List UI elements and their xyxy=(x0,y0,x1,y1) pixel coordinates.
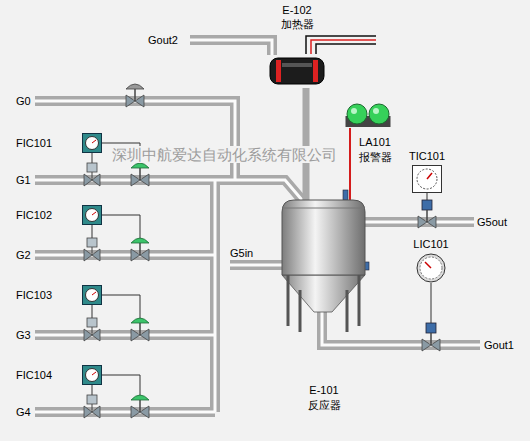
fic-symbol xyxy=(82,365,102,385)
stream-label: G4 xyxy=(16,406,31,419)
node-label: LIC101 xyxy=(413,238,448,251)
fic-symbol xyxy=(82,205,102,225)
valves xyxy=(84,84,440,418)
heater-symbol xyxy=(268,54,326,88)
pipe xyxy=(35,40,480,412)
alarm-lights: LA101报警器 xyxy=(345,102,391,128)
node-label: E-101 xyxy=(309,384,338,397)
lic-symbol xyxy=(416,253,446,283)
tic-symbol xyxy=(412,165,442,193)
flow-controller: FIC101 xyxy=(82,133,102,153)
flow-controller: FIC104 xyxy=(82,365,102,385)
stream-label: Gout1 xyxy=(484,339,514,352)
heater-box: E-102加热器 xyxy=(268,54,326,88)
instrument-lines xyxy=(92,143,431,398)
node-label: 加热器 xyxy=(281,18,314,31)
pipe-highlight xyxy=(35,40,480,412)
node-label: E-102 xyxy=(282,4,311,17)
reactor-symbol xyxy=(282,200,365,275)
stream-label: G2 xyxy=(16,249,31,262)
node-label: FIC103 xyxy=(16,289,52,302)
watermark: 深圳中航爱达自动化系统有限公司 xyxy=(112,146,337,163)
node-label: 报警器 xyxy=(359,151,392,164)
node-label: FIC102 xyxy=(16,209,52,222)
stream-label: G5out xyxy=(477,216,507,229)
flow-controller: FIC102 xyxy=(82,205,102,225)
alarm-wire xyxy=(349,128,351,200)
node-label: LA101 xyxy=(359,136,391,149)
stream-label: G5in xyxy=(230,247,253,260)
stream-label: Gout2 xyxy=(148,34,178,47)
node-label: 反应器 xyxy=(308,399,341,412)
node-label: FIC104 xyxy=(16,369,52,382)
reactor-cone xyxy=(282,190,369,332)
stream-label: G0 xyxy=(16,95,31,108)
alarm-symbol xyxy=(345,102,391,128)
node-label: TIC101 xyxy=(409,150,445,163)
level-controller: LIC101 xyxy=(416,253,446,283)
fic-symbol xyxy=(82,285,102,305)
reactor-vessel: E-101反应器 xyxy=(282,200,365,275)
stream-label: G1 xyxy=(16,174,31,187)
stream-label: G3 xyxy=(16,329,31,342)
temperature-controller: TIC101 xyxy=(412,165,442,193)
node-label: FIC101 xyxy=(16,137,52,150)
flow-controller: FIC103 xyxy=(82,285,102,305)
heater-wires xyxy=(306,36,376,54)
heater-pipe xyxy=(303,88,310,200)
fic-symbol xyxy=(82,133,102,153)
